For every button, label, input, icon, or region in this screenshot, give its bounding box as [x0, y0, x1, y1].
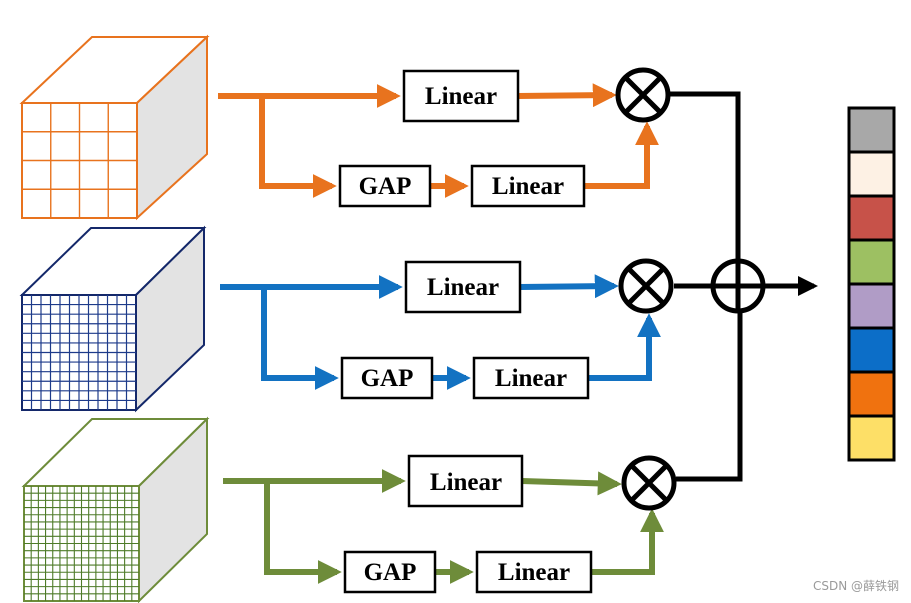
linear-label: Linear: [492, 173, 564, 200]
linear-label: Linear: [427, 274, 499, 301]
green-to-sum-line: [676, 311, 743, 482]
arrow-linear2-to-multiply: [588, 313, 661, 381]
watermark: CSDN @薛铁钢: [812, 579, 899, 593]
linear-label: Linear: [495, 365, 567, 392]
linear-box: Linear: [402, 69, 520, 123]
linear-box: Linear: [404, 260, 522, 314]
gap-box: GAP: [338, 164, 432, 208]
vector-cell: [847, 238, 896, 286]
arrow-linear2-to-multiply: [591, 508, 664, 575]
output-feature-vector: [847, 106, 896, 462]
arrow-linear-to-multiply: [519, 274, 619, 299]
cube-front-grid: [22, 103, 137, 218]
gap-label: GAP: [364, 559, 417, 586]
arrow-to-gap: [261, 287, 339, 390]
vector-cell: [847, 282, 896, 330]
vector-cell: [847, 414, 896, 462]
branch-green: [223, 469, 664, 584]
vector-cell: [847, 194, 896, 242]
feature-cube-blue: [19, 225, 207, 413]
vector-cell: [847, 150, 896, 198]
linear-label: Linear: [425, 83, 497, 110]
multiply-operator-orange: [615, 67, 671, 123]
vector-cell: [847, 106, 896, 154]
arrow-linear-to-multiply: [517, 83, 617, 108]
cube-front-grid: [22, 295, 136, 410]
branch-blue: [220, 274, 661, 390]
gap-box: GAP: [343, 550, 437, 594]
branch-orange: [218, 83, 659, 198]
arrow-to-gap: [264, 481, 342, 584]
linear-box-2: Linear: [470, 164, 586, 208]
gap-label: GAP: [361, 365, 414, 392]
sum-operator: [710, 258, 766, 314]
multiply-operator-blue: [618, 258, 674, 314]
arrow-to-gap: [259, 96, 337, 198]
linear-box: Linear: [407, 454, 524, 508]
vector-cell: [847, 370, 896, 418]
feature-cube-orange: [19, 34, 210, 221]
linear-box-2: Linear: [475, 550, 593, 594]
gap-box: GAP: [340, 356, 434, 400]
linear-label: Linear: [498, 559, 570, 586]
gap-label: GAP: [359, 173, 412, 200]
merge-connectors: [669, 91, 818, 482]
arrow-linear2-to-multiply: [584, 121, 659, 189]
arrow-linear-to-multiply: [521, 471, 622, 496]
feature-cube-green: [21, 416, 210, 603]
linear-label: Linear: [430, 469, 502, 496]
cube-front-grid: [24, 486, 139, 601]
linear-box-2: Linear: [472, 356, 590, 400]
orange-to-sum-line: [669, 91, 741, 261]
multiply-operator-green: [621, 455, 677, 511]
vector-cell: [847, 326, 896, 374]
